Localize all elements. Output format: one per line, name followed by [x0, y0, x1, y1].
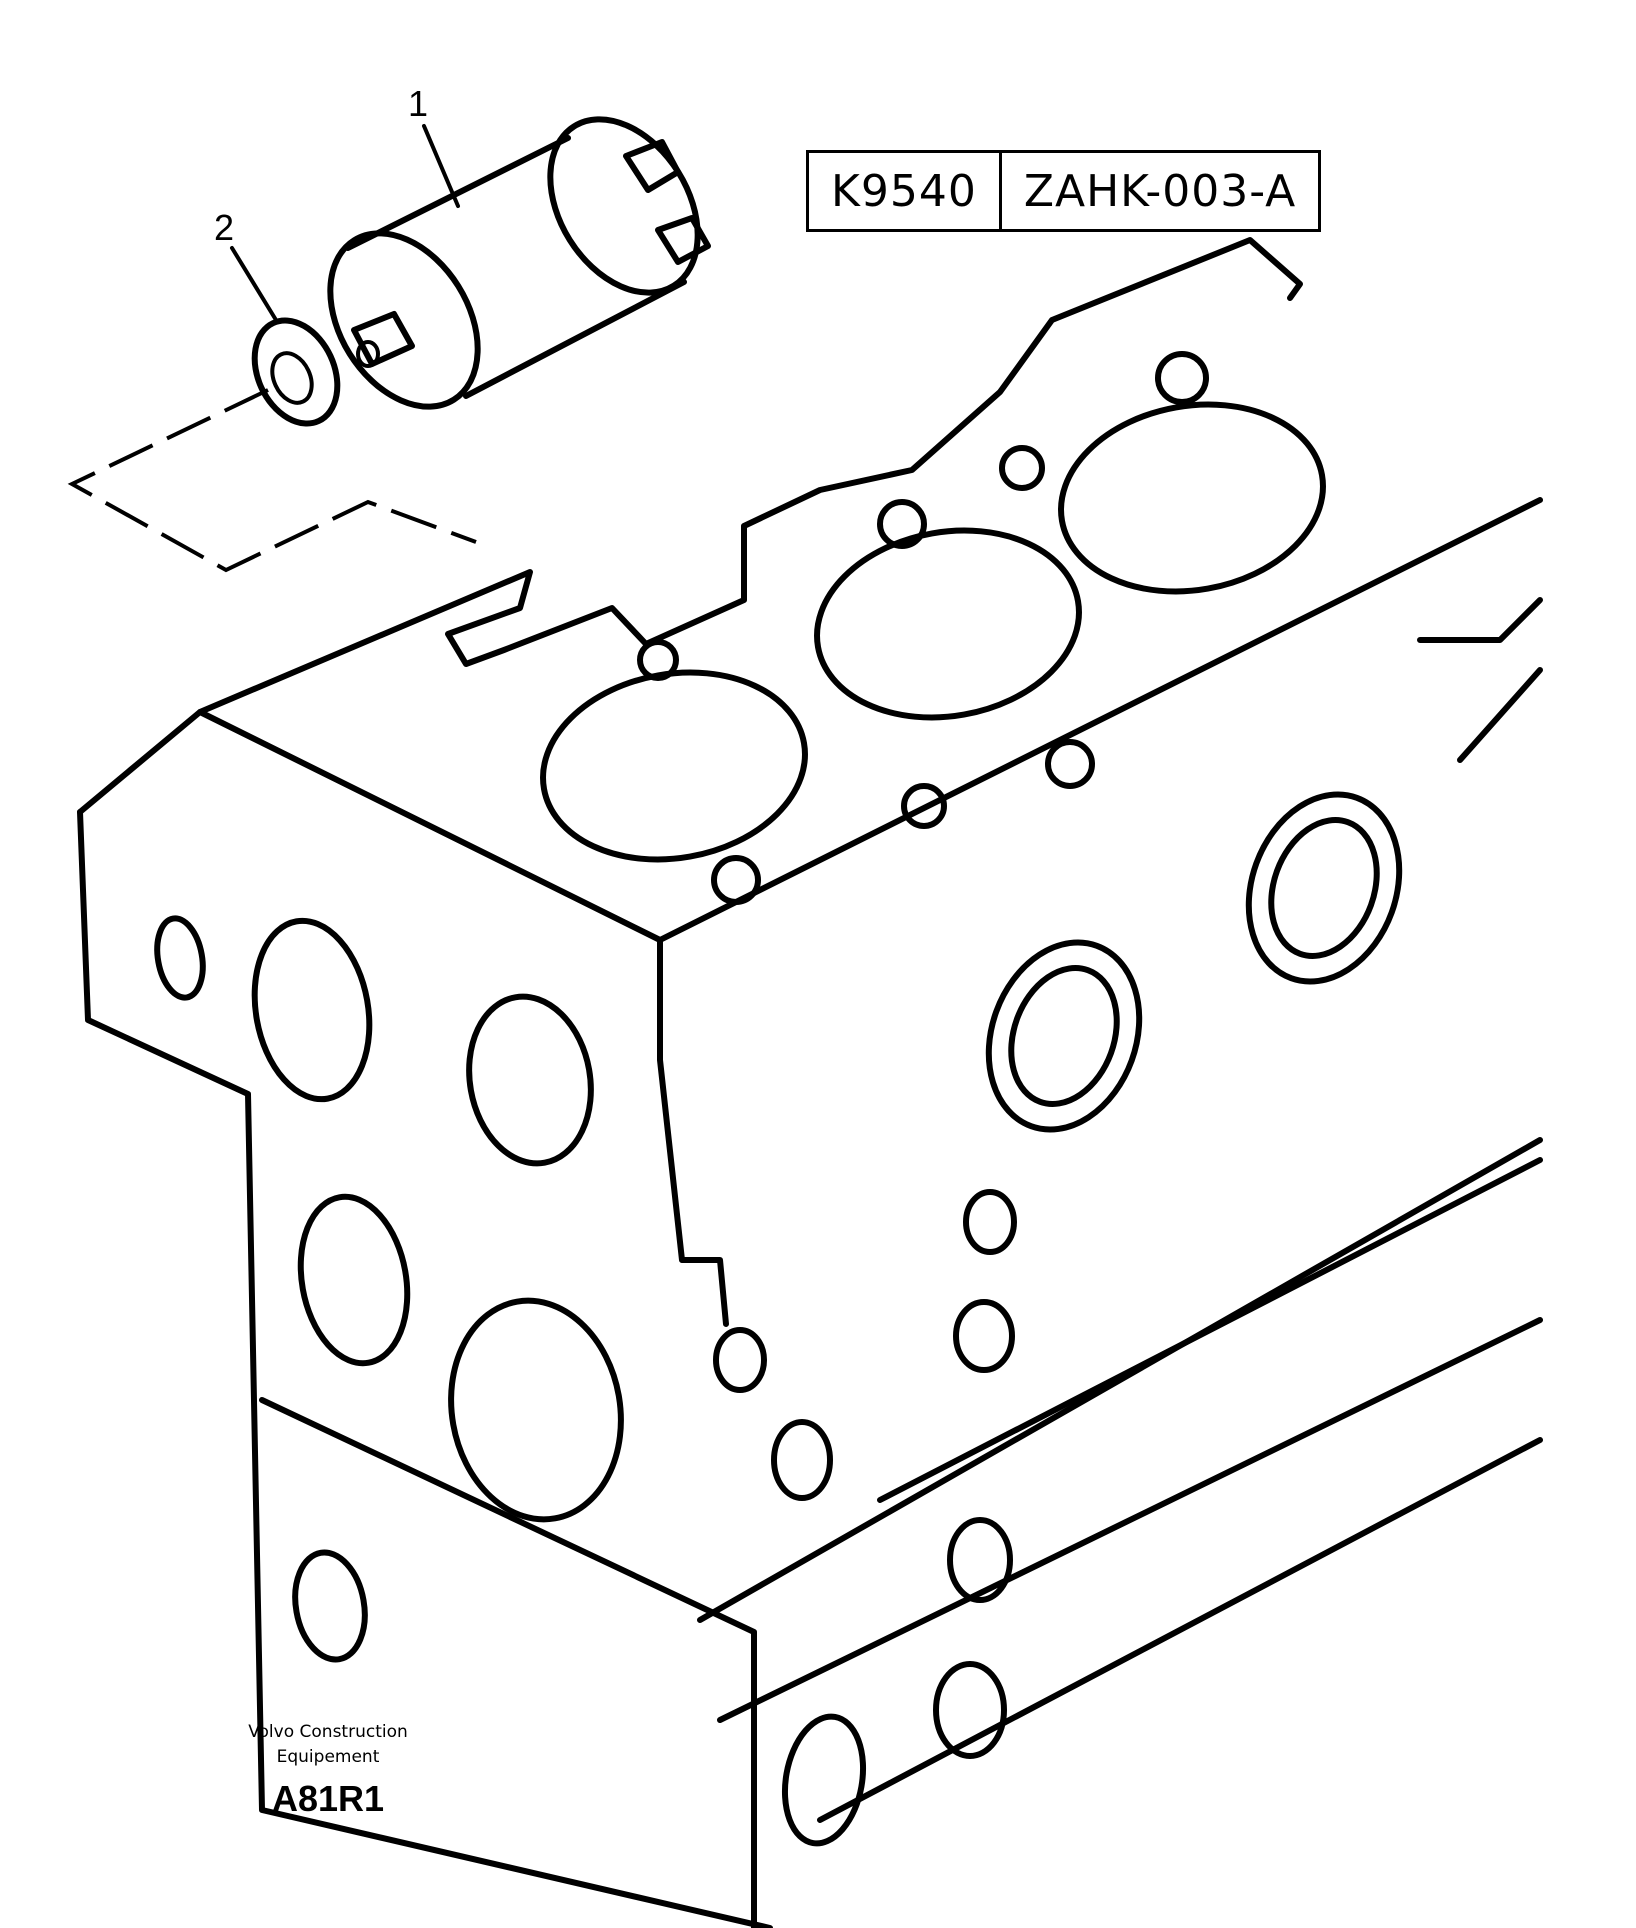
drawing-reference-box: K9540 ZAHK-003-A: [806, 150, 1322, 232]
publisher-credit: Volvo Construction Equipement: [228, 1720, 428, 1770]
assembly-guide-line: [67, 388, 477, 573]
callout-1-label: 1: [408, 83, 428, 124]
publisher-line-2: Equipement: [276, 1747, 380, 1767]
illustration-code: A81R1: [271, 1778, 385, 1819]
callout-2-leader: [230, 246, 278, 322]
oil-pressure-sensor-icon: [327, 116, 711, 410]
publisher-line-1: Volvo Construction: [248, 1722, 408, 1742]
drawing-number: ZAHK-003-A: [998, 153, 1318, 229]
engine-block-icon: [77, 237, 1543, 1928]
callout-2-label: 2: [214, 207, 234, 248]
washer-icon: [251, 317, 341, 427]
figure-code: K9540: [831, 165, 977, 217]
